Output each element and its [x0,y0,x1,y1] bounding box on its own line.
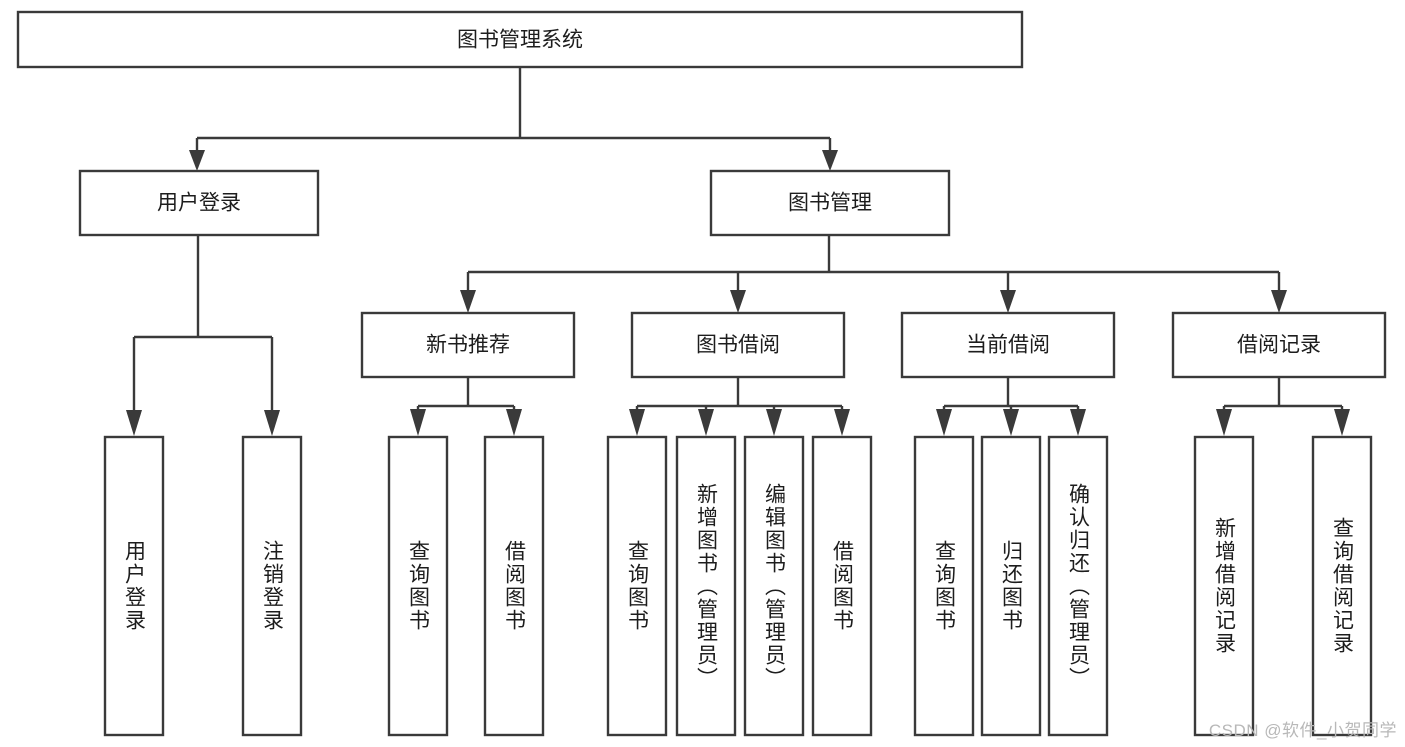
arrowhead-newbook-leaf-2 [506,409,522,436]
node-book-borrow[interactable]: 图书借阅 [630,311,846,379]
node-user-login[interactable]: 用户登录 [78,169,320,237]
arrowhead-bookborrow-leaf-1 [629,409,645,436]
node-box-leaf-cb-return[interactable] [980,435,1042,737]
node-box-current-borrow[interactable] [900,311,1116,379]
arrowhead-bookborrow-leaf-2 [698,409,714,436]
csdn-watermark: CSDN @软件_小贺同学 [1208,721,1397,740]
arrowhead-book-borrow [730,290,746,313]
arrowhead-currentborrow-leaf-3 [1070,409,1086,436]
node-book-management[interactable]: 图书管理 [709,169,951,237]
arrowhead-currentborrow-leaf-2 [1003,409,1019,436]
node-box-new-book-recommend[interactable] [360,311,576,379]
arrowhead-new-book [460,290,476,313]
node-label-user-login: 用户登录 [157,192,241,215]
arrowhead-bookborrow-leaf-3 [766,409,782,436]
arrowhead-leaf-logout [264,410,280,436]
node-box-leaf-bb-borrow[interactable] [811,435,873,737]
node-borrow-record[interactable]: 借阅记录 [1171,311,1387,379]
arrowhead-leaf-user-login [126,410,142,436]
arrowhead-borrow-record [1271,290,1287,313]
arrowhead-bookborrow-leaf-4 [834,409,850,436]
node-root-system[interactable]: 图书管理系统 [16,10,1024,69]
node-box-leaf-newbook-borrow[interactable] [483,435,545,737]
node-label-new-book-recommend: 新书推荐 [426,334,510,357]
node-box-leaf-bb-edit[interactable] [743,435,805,737]
node-box-borrow-record[interactable] [1171,311,1387,379]
arrowhead-book-mgmt [822,150,838,171]
node-current-borrow[interactable]: 当前借阅 [900,311,1116,379]
node-box-leaf-br-add[interactable] [1193,435,1255,737]
node-box-leaf-cb-query[interactable] [913,435,975,737]
connector-group [126,67,1350,436]
arrowhead-user-login [189,150,205,171]
node-label-current-borrow: 当前借阅 [966,334,1050,357]
node-new-book-recommend[interactable]: 新书推荐 [360,311,576,379]
arrowhead-newbook-leaf-1 [410,409,426,436]
arrowhead-borrowrecord-leaf-2 [1334,409,1350,436]
node-label-root: 图书管理系统 [457,29,583,52]
arrowhead-current-borrow [1000,290,1016,313]
node-box-book-management[interactable] [709,169,951,237]
arrowhead-borrowrecord-leaf-1 [1216,409,1232,436]
node-box-leaf-cb-confirm[interactable] [1047,435,1109,737]
node-box-book-borrow[interactable] [630,311,846,379]
node-box-leaf-logout[interactable] [241,435,303,737]
node-label-book-management: 图书管理 [788,192,872,215]
arrowhead-currentborrow-leaf-1 [936,409,952,436]
node-label-book-borrow: 图书借阅 [696,334,780,357]
node-box-user-login[interactable] [78,169,320,237]
node-box-leaf-bb-query[interactable] [606,435,668,737]
node-box-leaf-newbook-query[interactable] [387,435,449,737]
node-box-leaf-br-query[interactable] [1311,435,1373,737]
node-label-borrow-record: 借阅记录 [1237,334,1321,357]
node-box-leaf-bb-add[interactable] [675,435,737,737]
node-box-leaf-user-login[interactable] [103,435,165,737]
node-box-root[interactable] [16,10,1024,69]
